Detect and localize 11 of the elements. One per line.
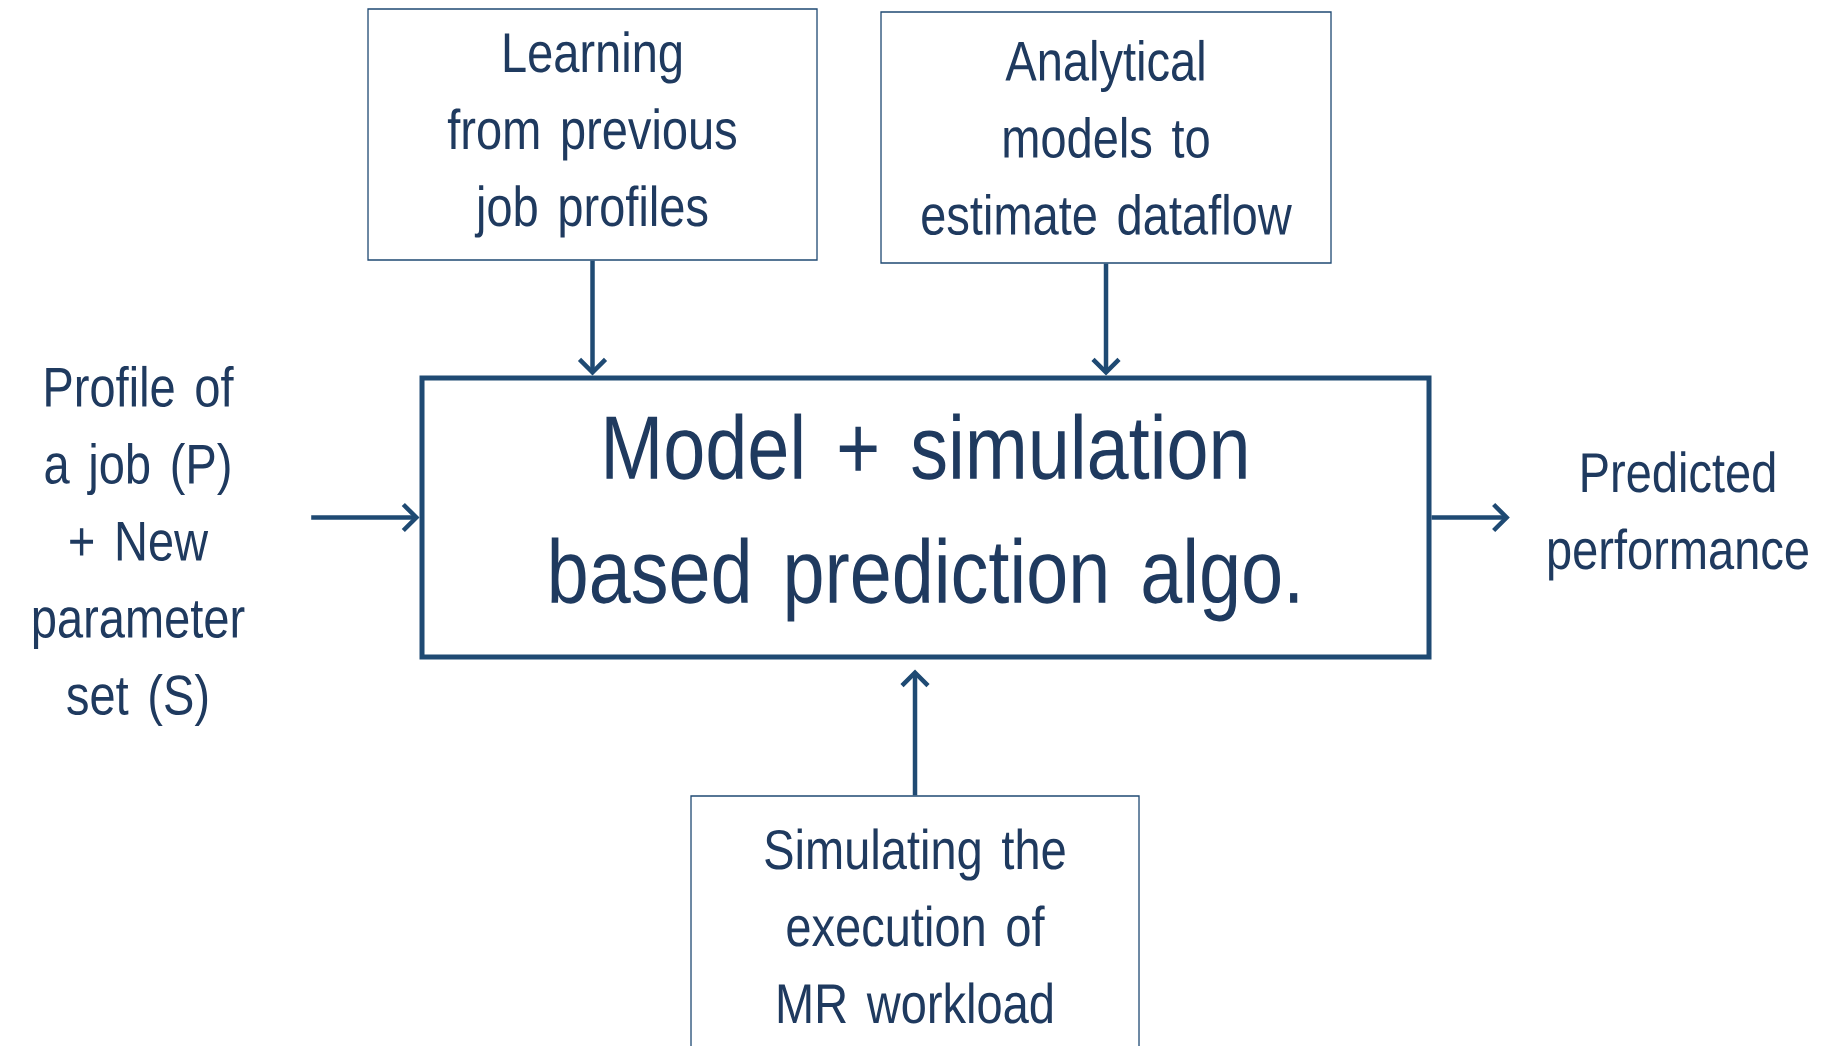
- input-text: Predicted performance: [1549, 451, 1808, 581]
- arrow: [577, 260, 608, 376]
- arrow: [900, 669, 930, 796]
- process-box: Simulating the execution of MR workload: [690, 795, 1140, 1046]
- process-box: Model + simulation based prediction algo.: [419, 375, 1432, 660]
- arrow: [311, 502, 420, 533]
- arrow: [1091, 263, 1121, 376]
- process-box: Analytical models to estimate dataflow: [880, 11, 1332, 264]
- arrow: [1431, 502, 1510, 533]
- input-text: Profile of a job (P) + New parameter set (S): [33, 365, 245, 727]
- process-box: Learning from previous job profiles: [367, 8, 818, 261]
